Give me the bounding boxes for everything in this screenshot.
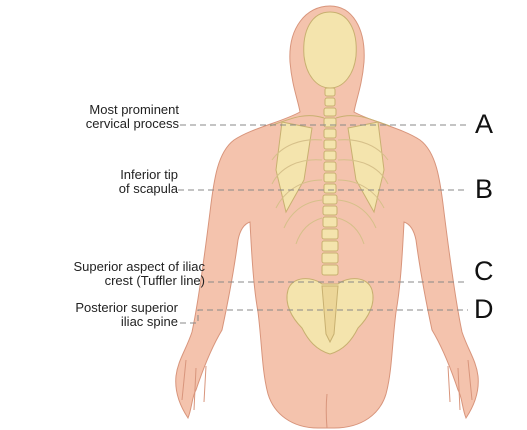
label-scapula-tip: Inferior tip of scapula — [119, 168, 178, 196]
label-tuffier-line: Superior aspect of iliac crest (Tuffler … — [73, 260, 205, 288]
spine — [322, 88, 338, 275]
label-cervical-process: Most prominent cervical process — [86, 103, 179, 131]
label-psis: Posterior superior iliac spine — [75, 301, 178, 329]
letter-d: D — [474, 296, 494, 323]
skull — [304, 12, 357, 88]
letter-b: B — [475, 176, 493, 203]
letter-a: A — [475, 111, 493, 138]
letter-c: C — [474, 258, 494, 285]
